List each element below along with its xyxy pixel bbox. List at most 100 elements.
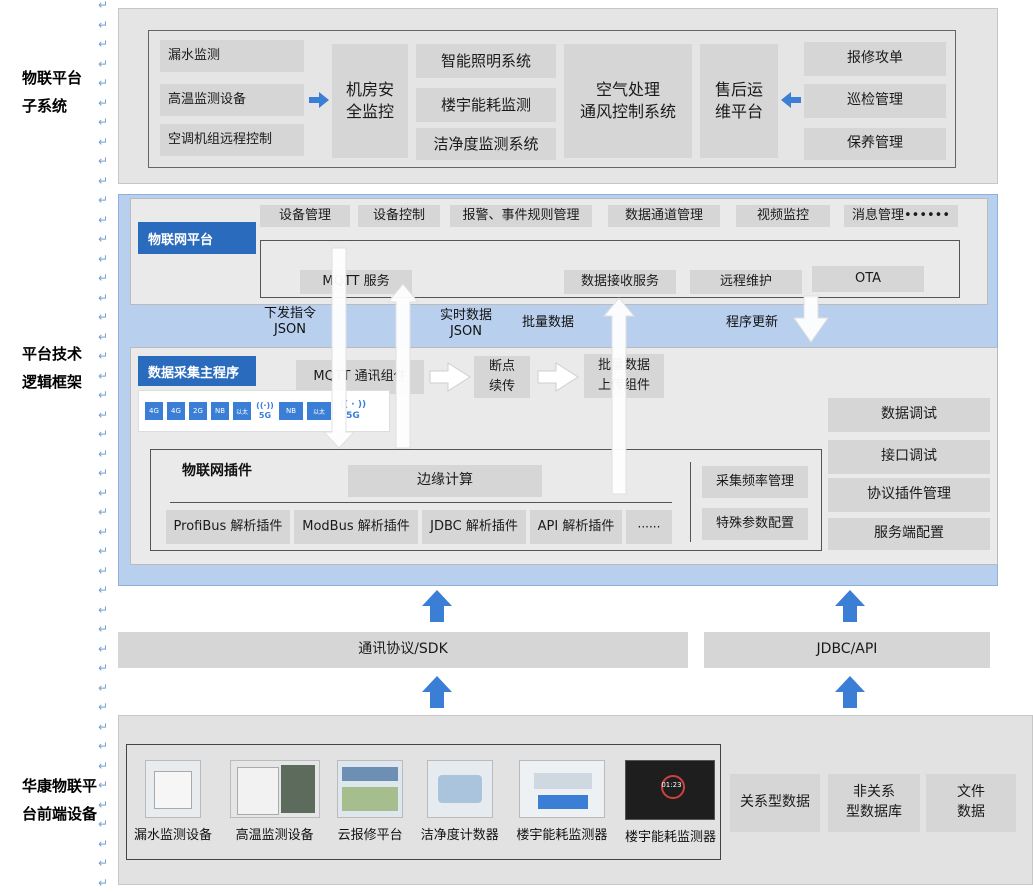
platform-function-item[interactable]: 设备管理 <box>260 205 350 227</box>
return-mark: ↵ <box>98 524 109 539</box>
return-mark: ↵ <box>98 641 109 656</box>
breakpoint-resume[interactable]: 断点续传 <box>474 356 530 398</box>
subsystem-left-item[interactable]: 漏水监测 <box>160 40 304 72</box>
subsystem-right-item[interactable]: 报修攻单 <box>804 42 946 76</box>
more-plugins[interactable]: ······ <box>626 510 672 544</box>
return-mark: ↵ <box>98 797 109 812</box>
nb-icon: NB <box>279 402 303 420</box>
subsystem-left-item[interactable]: 空调机组远程控制 <box>160 124 304 156</box>
return-mark: ↵ <box>98 212 109 227</box>
return-mark: ↵ <box>98 329 109 344</box>
return-mark: ↵ <box>98 758 109 773</box>
device-cloud-repair[interactable]: 云报修平台 <box>337 760 404 856</box>
return-mark: ↵ <box>98 95 109 110</box>
server-config[interactable]: 服务端配置 <box>828 518 990 550</box>
return-marks: ↵↵↵↵↵↵↵↵↵↵↵↵↵↵↵↵↵↵↵↵↵↵↵↵↵↵↵↵↵↵↵↵↵↵↵↵↵↵↵↵… <box>98 0 112 892</box>
ota-service[interactable]: OTA <box>812 266 924 292</box>
return-mark: ↵ <box>98 17 109 32</box>
return-mark: ↵ <box>98 661 109 675</box>
sdk-bar[interactable]: 通讯协议/SDK <box>118 632 688 668</box>
relational-data[interactable]: 关系型数据 <box>730 774 820 832</box>
return-mark: ↵ <box>98 76 109 90</box>
platform-function-item[interactable]: 视频监控 <box>736 205 830 227</box>
mqtt-service[interactable]: MQTT 服务 <box>300 270 412 294</box>
return-mark: ↵ <box>98 115 109 129</box>
air-handling-system[interactable]: 空气处理通风控制系统 <box>564 44 692 158</box>
return-mark: ↵ <box>98 271 109 285</box>
interface-debug[interactable]: 接口调试 <box>828 440 990 474</box>
return-mark: ↵ <box>98 622 109 636</box>
return-mark: ↵ <box>98 134 109 149</box>
device-particle-counter[interactable]: 洁净度计数器 <box>421 760 499 856</box>
collector-tag: 数据采集主程序 <box>138 356 256 386</box>
return-mark: ↵ <box>98 232 109 246</box>
4g-icon: 4G <box>167 402 185 420</box>
plugins-divider <box>170 502 672 503</box>
return-mark: ↵ <box>98 251 109 266</box>
nonrelational-db[interactable]: 非关系型数据库 <box>828 774 920 832</box>
return-mark: ↵ <box>98 388 109 402</box>
modbus-plugin[interactable]: ModBus 解析插件 <box>294 510 418 544</box>
platform-function-item[interactable]: 设备控制 <box>358 205 440 227</box>
devices-box <box>126 744 721 860</box>
aftersales-platform[interactable]: 售后运维平台 <box>700 44 778 158</box>
energy-meter-image <box>518 760 605 818</box>
return-mark: ↵ <box>98 836 109 851</box>
subsystem-right-item[interactable]: 保养管理 <box>804 128 946 160</box>
plugins-vdivider <box>690 462 691 542</box>
5g-wifi-icon: ((·))5G <box>256 401 274 420</box>
edge-computing[interactable]: 边缘计算 <box>348 465 542 497</box>
particle-counter-image <box>426 760 493 818</box>
return-mark: ↵ <box>98 719 109 734</box>
collection-frequency[interactable]: 采集频率管理 <box>702 466 808 498</box>
return-mark: ↵ <box>98 875 109 890</box>
data-debug[interactable]: 数据调试 <box>828 398 990 432</box>
side-label-platform: 平台技术逻辑框架 <box>22 345 83 391</box>
file-data[interactable]: 文件数据 <box>926 774 1016 832</box>
api-plugin[interactable]: API 解析插件 <box>530 510 622 544</box>
2g-icon: 2G <box>189 402 207 420</box>
mqtt-component[interactable]: MQTT 通讯组件 <box>296 360 424 394</box>
return-mark: ↵ <box>98 505 109 519</box>
protocol-plugin-management[interactable]: 协议插件管理 <box>828 478 990 512</box>
return-mark: ↵ <box>98 446 109 461</box>
platform-function-item[interactable]: 报警、事件规则管理 <box>450 205 592 227</box>
special-params[interactable]: 特殊参数配置 <box>702 508 808 540</box>
ethernet-icon: 以太 <box>233 402 251 420</box>
platform-function-item[interactable]: 数据通道管理 <box>608 205 720 227</box>
device-list: 漏水监测设备 高温监测设备 云报修平台 洁净度计数器 楼宇能耗监测器 01:23 <box>130 760 720 856</box>
leak-monitor-image <box>145 760 201 818</box>
return-mark: ↵ <box>98 290 109 305</box>
remote-maintenance[interactable]: 远程维护 <box>690 270 802 294</box>
batch-upload-component[interactable]: 批量数据上传组件 <box>584 354 664 398</box>
subsystem-middle-item[interactable]: 楼宇能耗监测 <box>416 88 556 122</box>
jdbc-plugin[interactable]: JDBC 解析插件 <box>422 510 526 544</box>
profibus-plugin[interactable]: ProfiBus 解析插件 <box>166 510 290 544</box>
nb-icon: NB <box>211 402 229 420</box>
subsystem-middle-item[interactable]: 洁净度监测系统 <box>416 128 556 160</box>
arrow-left-icon <box>781 92 801 108</box>
subsystem-inner <box>148 30 956 168</box>
return-mark: ↵ <box>98 563 109 578</box>
data-receive-service[interactable]: 数据接收服务 <box>564 270 676 294</box>
return-mark: ↵ <box>98 778 109 792</box>
return-mark: ↵ <box>98 310 109 324</box>
device-energy-monitor[interactable]: 01:23 楼宇能耗监测器 <box>625 760 716 856</box>
device-high-temp[interactable]: 高温监测设备 <box>229 760 320 856</box>
return-mark: ↵ <box>98 427 109 441</box>
device-leak-monitor[interactable]: 漏水监测设备 <box>134 760 212 856</box>
jdbc-api-bar[interactable]: JDBC/API <box>704 632 990 668</box>
return-mark: ↵ <box>98 817 109 831</box>
program-update-label: 程序更新 <box>726 315 779 330</box>
subsystem-middle-item[interactable]: 智能照明系统 <box>416 44 556 78</box>
machine-room-security[interactable]: 机房安全监控 <box>332 44 408 158</box>
side-label-subsystem: 物联平台子系统 <box>22 69 83 115</box>
device-energy-meter[interactable]: 楼宇能耗监测器 <box>516 760 607 856</box>
subsystem-right-item[interactable]: 巡检管理 <box>804 84 946 118</box>
return-mark: ↵ <box>98 739 109 753</box>
subsystem-left-item[interactable]: 高温监测设备 <box>160 84 304 116</box>
platform-function-item[interactable]: 消息管理•••••• <box>844 205 958 227</box>
return-mark: ↵ <box>98 154 109 168</box>
